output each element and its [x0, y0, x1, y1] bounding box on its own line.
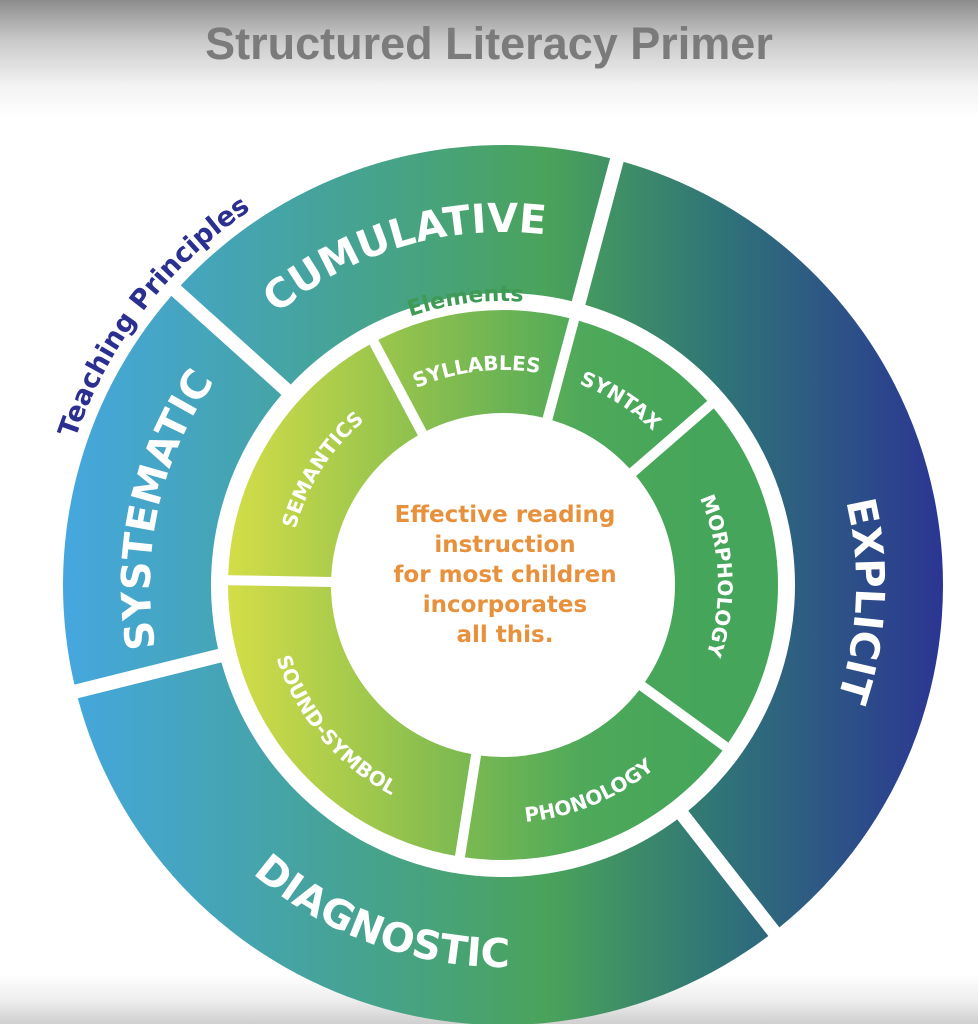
segment-syllables[interactable] [378, 310, 570, 431]
segment-semantics[interactable] [228, 344, 418, 578]
center-line: instruction [434, 532, 576, 558]
segment-cumulative[interactable] [180, 145, 611, 385]
segment-explicit[interactable] [585, 161, 943, 928]
inner-ring [228, 310, 778, 860]
center-line: all this. [456, 622, 554, 648]
segment-syntax[interactable] [552, 320, 708, 469]
center-line: Effective reading [394, 502, 616, 528]
outer-ring [62, 145, 943, 1024]
center-line: incorporates [422, 592, 588, 618]
page-title: Structured Literacy Primer [205, 18, 773, 69]
segment-sound-symbol[interactable] [228, 585, 472, 856]
center-line: for most children [393, 562, 617, 588]
segment-diagnostic[interactable] [77, 662, 769, 1024]
segment-systematic[interactable] [62, 295, 282, 685]
segment-morphology[interactable] [636, 408, 778, 743]
segment-phonology[interactable] [464, 690, 723, 860]
center-message: Effective reading instruction for most c… [355, 500, 655, 650]
